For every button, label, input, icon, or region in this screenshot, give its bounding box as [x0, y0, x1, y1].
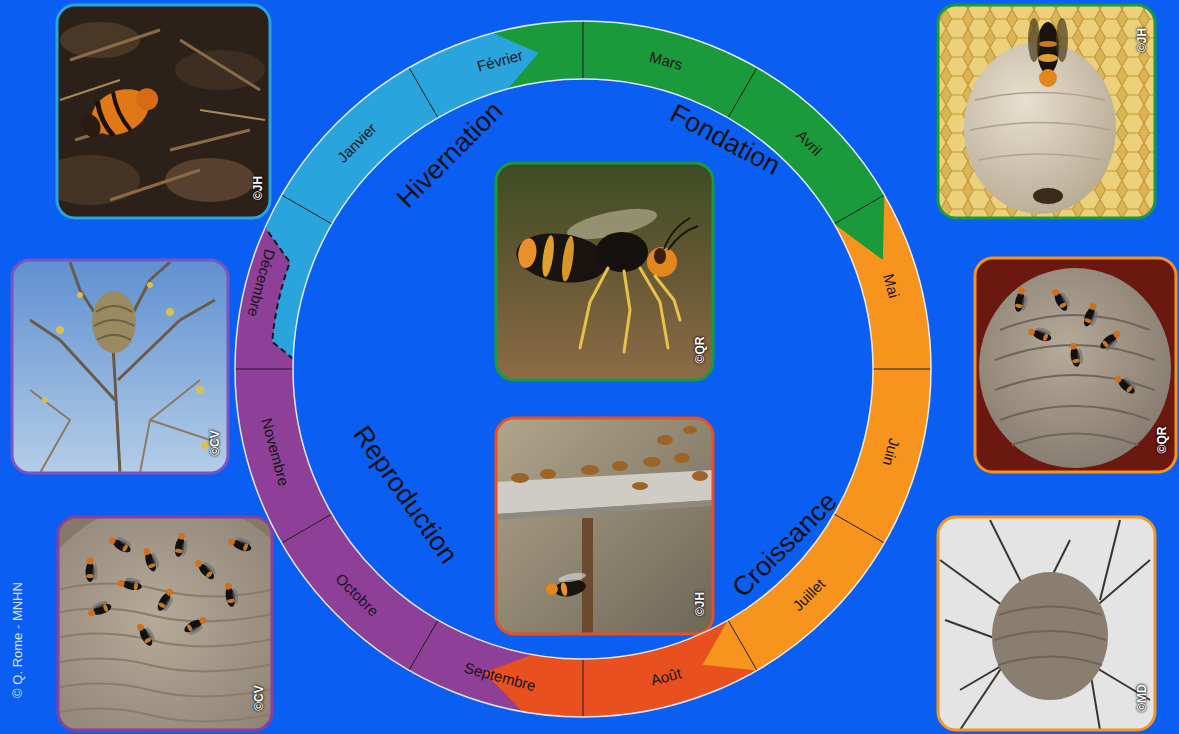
month-divider: [728, 620, 757, 670]
photo-growing-nest: [975, 258, 1176, 472]
photo-hornet-at-hive: [496, 418, 713, 634]
photo-credit: ©JH: [694, 592, 708, 616]
photo-frame: [496, 418, 713, 634]
month-divider: [873, 369, 931, 370]
photo-credit: ©CV: [209, 430, 223, 456]
copyright-note: © Q. Rome - MNHN: [11, 582, 26, 698]
photo-primary-nest: [938, 5, 1155, 218]
photo-hornet: [496, 163, 713, 380]
photo-credit: ©JH: [252, 176, 266, 200]
month-divider: [834, 514, 884, 543]
ring-outline: [293, 79, 873, 659]
photo-credit: ©QR: [694, 337, 708, 364]
phase-band: [265, 33, 538, 359]
photo-frame: [938, 5, 1155, 218]
photo-frame: [975, 258, 1176, 472]
photo-hibernating-queen: [57, 5, 270, 218]
month-divider: [409, 68, 438, 118]
month-divider: [583, 659, 584, 717]
photo-frame: [496, 163, 713, 380]
photo-frame: [58, 517, 272, 730]
month-divider: [583, 21, 584, 79]
month-divider: [728, 68, 757, 118]
photo-credit: ©MD: [1136, 684, 1150, 712]
phase-band: [493, 21, 885, 260]
month-divider: [282, 195, 332, 224]
month-divider: [834, 195, 884, 224]
photo-frame: [938, 517, 1155, 730]
photo-credit: ©QR: [1156, 427, 1170, 454]
photo-nest-in-branches: [938, 517, 1155, 730]
photo-frame: [57, 5, 270, 218]
photo-credit: ©CV: [253, 685, 267, 711]
dashed-boundary: [265, 228, 293, 359]
photo-nest-in-tree: [12, 260, 228, 473]
month-divider: [235, 369, 293, 370]
photo-large-nest: [58, 517, 272, 730]
phase-band: [484, 620, 757, 717]
phase-band: [703, 195, 932, 670]
phase-band: [235, 195, 533, 712]
month-divider: [282, 514, 332, 543]
photo-frame: [12, 260, 228, 473]
ring-outline: [235, 21, 931, 717]
month-divider: [409, 620, 438, 670]
phase-name: Reproduction: [346, 420, 464, 569]
photo-credit: ©JH: [1136, 28, 1150, 52]
